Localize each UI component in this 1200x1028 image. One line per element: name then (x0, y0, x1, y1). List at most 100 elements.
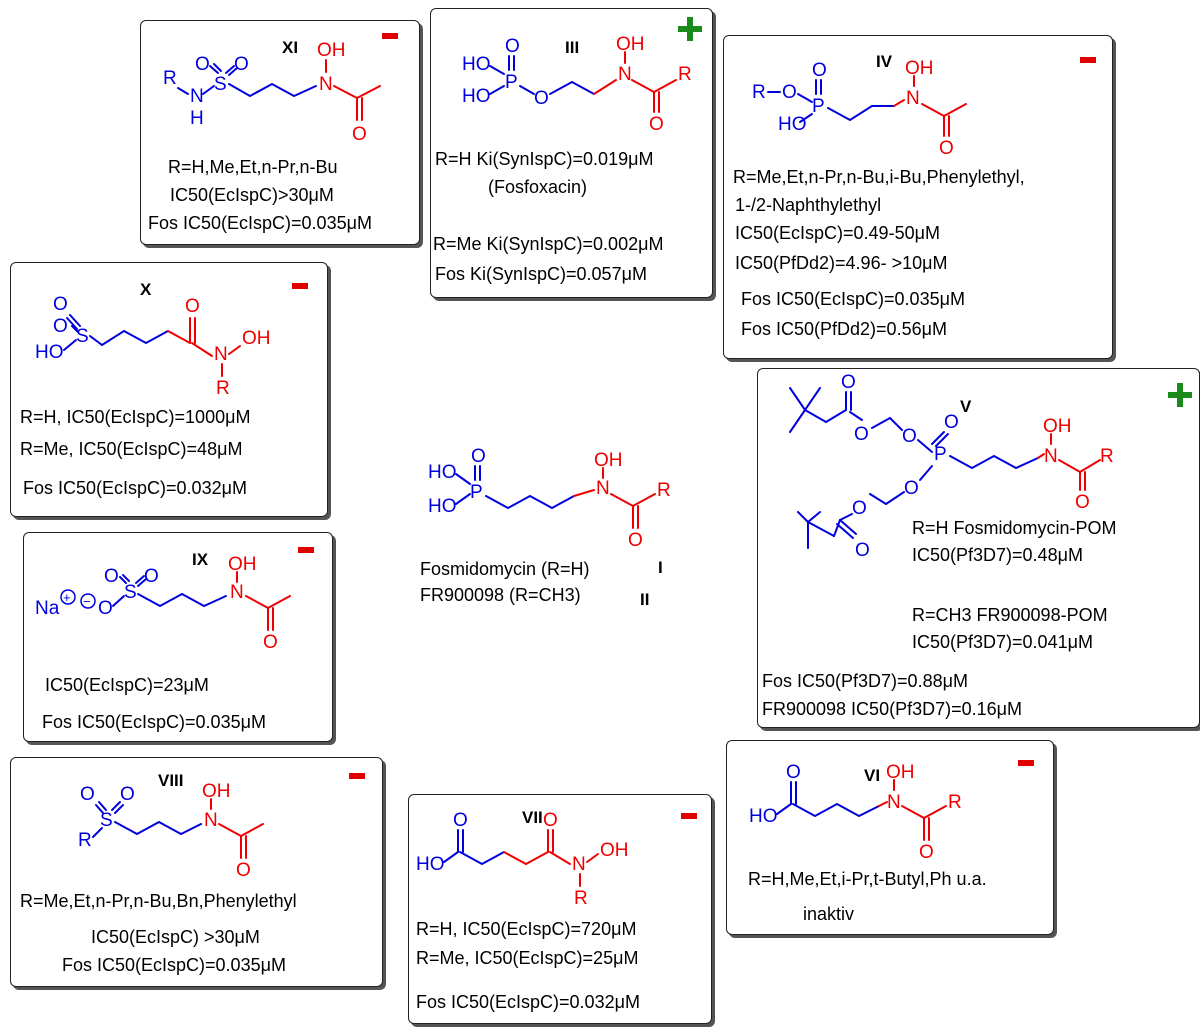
svg-text:N: N (596, 478, 610, 499)
svg-text:O: O (543, 810, 558, 831)
compound-box-V (757, 368, 1200, 728)
svg-text:P: P (812, 96, 825, 117)
svg-text:O: O (80, 784, 95, 805)
desc-line: Fos IC50(PfDd2)=0.56μM (741, 319, 947, 339)
svg-text:O: O (144, 566, 159, 587)
desc-line: IC50(EcIspC) >30μM (91, 927, 260, 947)
svg-text:S: S (124, 582, 137, 603)
svg-text:O: O (104, 566, 119, 587)
desc-line: IC50(EcIspC)>30μM (170, 185, 334, 205)
svg-text:R: R (216, 378, 230, 399)
svg-text:O: O (786, 762, 801, 783)
svg-text:P: P (470, 482, 483, 503)
svg-text:Na: Na (35, 598, 60, 619)
svg-text:R: R (752, 82, 766, 103)
inactive-minus-icon (1018, 760, 1034, 766)
inactive-minus-icon (681, 813, 697, 819)
desc-line: 1-/2-Naphthylethyl (735, 195, 882, 215)
svg-text:N: N (618, 64, 632, 85)
svg-text:OH: OH (600, 840, 629, 861)
compound-label-VII: VII (522, 808, 543, 827)
desc-line: Fos IC50(EcIspC)=0.035μM (62, 955, 286, 975)
desc-line: Fos Ki(SynIspC)=0.057μM (435, 264, 647, 284)
inactive-minus-icon (349, 773, 365, 779)
desc-line: IC50(Pf3D7)=0.48μM (912, 545, 1083, 565)
desc-line: R=Me, IC50(EcIspC)=25μM (416, 948, 639, 968)
compound-label-II: II (640, 590, 650, 609)
svg-text:OH: OH (317, 40, 346, 61)
desc-line: R=H, IC50(EcIspC)=720μM (416, 919, 637, 939)
svg-text:OH: OH (905, 58, 934, 79)
compound-label-V: V (960, 397, 972, 416)
svg-text:OH: OH (616, 34, 645, 55)
svg-text:O: O (649, 114, 664, 135)
svg-text:HO: HO (462, 86, 491, 107)
desc-line: Fos IC50(EcIspC)=0.035μM (42, 712, 266, 732)
active-plus-icon (678, 17, 702, 41)
svg-text:S: S (214, 74, 227, 95)
svg-text:S: S (100, 810, 113, 831)
svg-text:N: N (906, 88, 920, 109)
desc-line: R=Me,Et,n-Pr,n-Bu,i-Bu,Phenylethyl, (733, 167, 1025, 187)
compound-box-VI (726, 740, 1054, 935)
svg-text:O: O (852, 498, 867, 519)
svg-text:R: R (163, 68, 177, 89)
desc-line: (Fosfoxacin) (488, 177, 588, 197)
svg-text:N: N (1044, 446, 1058, 467)
svg-text:O: O (98, 598, 113, 619)
compound-label-IV: IV (876, 52, 893, 71)
svg-text:N: N (214, 344, 228, 365)
svg-text:HO: HO (35, 342, 64, 363)
svg-text:OH: OH (228, 554, 257, 575)
desc-line: IC50(EcIspC)=0.49-50μM (735, 223, 940, 243)
svg-text:N: N (204, 810, 218, 831)
compound-label-VI: VI (864, 766, 881, 785)
desc-line: Fos IC50(EcIspC)=0.035μM (741, 289, 965, 309)
svg-text:O: O (919, 842, 934, 863)
compound-label-I: I (658, 558, 663, 577)
compound-box-VIII (10, 757, 383, 987)
svg-text:H: H (190, 108, 204, 129)
desc-line: R=H Ki(SynIspC)=0.019μM (435, 149, 654, 169)
compound-label-VIII: VIII (158, 771, 184, 790)
svg-text:O: O (812, 60, 827, 81)
svg-text:R: R (657, 480, 671, 501)
svg-text:O: O (782, 82, 797, 103)
svg-text:S: S (76, 326, 89, 347)
desc-line: Fos IC50(Pf3D7)=0.88μM (762, 671, 968, 691)
svg-text:O: O (534, 88, 549, 109)
desc-line: FR900098 IC50(Pf3D7)=0.16μM (762, 699, 1023, 719)
svg-text:OH: OH (202, 781, 231, 802)
compound-box-IV (723, 35, 1113, 359)
svg-text:HO: HO (428, 462, 457, 483)
svg-text:O: O (263, 632, 278, 653)
compound-box-IX (23, 532, 333, 742)
compound-label-X: X (140, 280, 152, 299)
svg-text:HO: HO (428, 496, 457, 517)
compound-label-III: III (565, 38, 580, 57)
svg-text:O: O (453, 810, 468, 831)
svg-text:O: O (236, 860, 251, 881)
compound-box-X (10, 262, 328, 517)
desc-line: inaktiv (803, 904, 855, 924)
desc-line: Fos IC50(EcIspC)=0.032μM (23, 478, 247, 498)
svg-text:OH: OH (886, 762, 915, 783)
inactive-minus-icon (382, 33, 398, 39)
svg-text:O: O (854, 424, 869, 445)
compound-label-IX: IX (192, 550, 209, 569)
svg-text:OH: OH (1043, 416, 1072, 437)
svg-text:HO: HO (749, 806, 778, 827)
desc-line: R=CH3 FR900098-POM (912, 605, 1108, 625)
desc-line: R=H,Me,Et,n-Pr,n-Bu (168, 157, 338, 177)
svg-text:OH: OH (242, 328, 271, 349)
desc-line: R=Me,Et,n-Pr,n-Bu,Bn,Phenylethyl (20, 891, 297, 911)
svg-text:N: N (319, 74, 333, 95)
desc-line: R=Me, IC50(EcIspC)=48μM (20, 439, 243, 459)
desc-line: IC50(PfDd2)=4.96- >10μM (735, 253, 948, 273)
